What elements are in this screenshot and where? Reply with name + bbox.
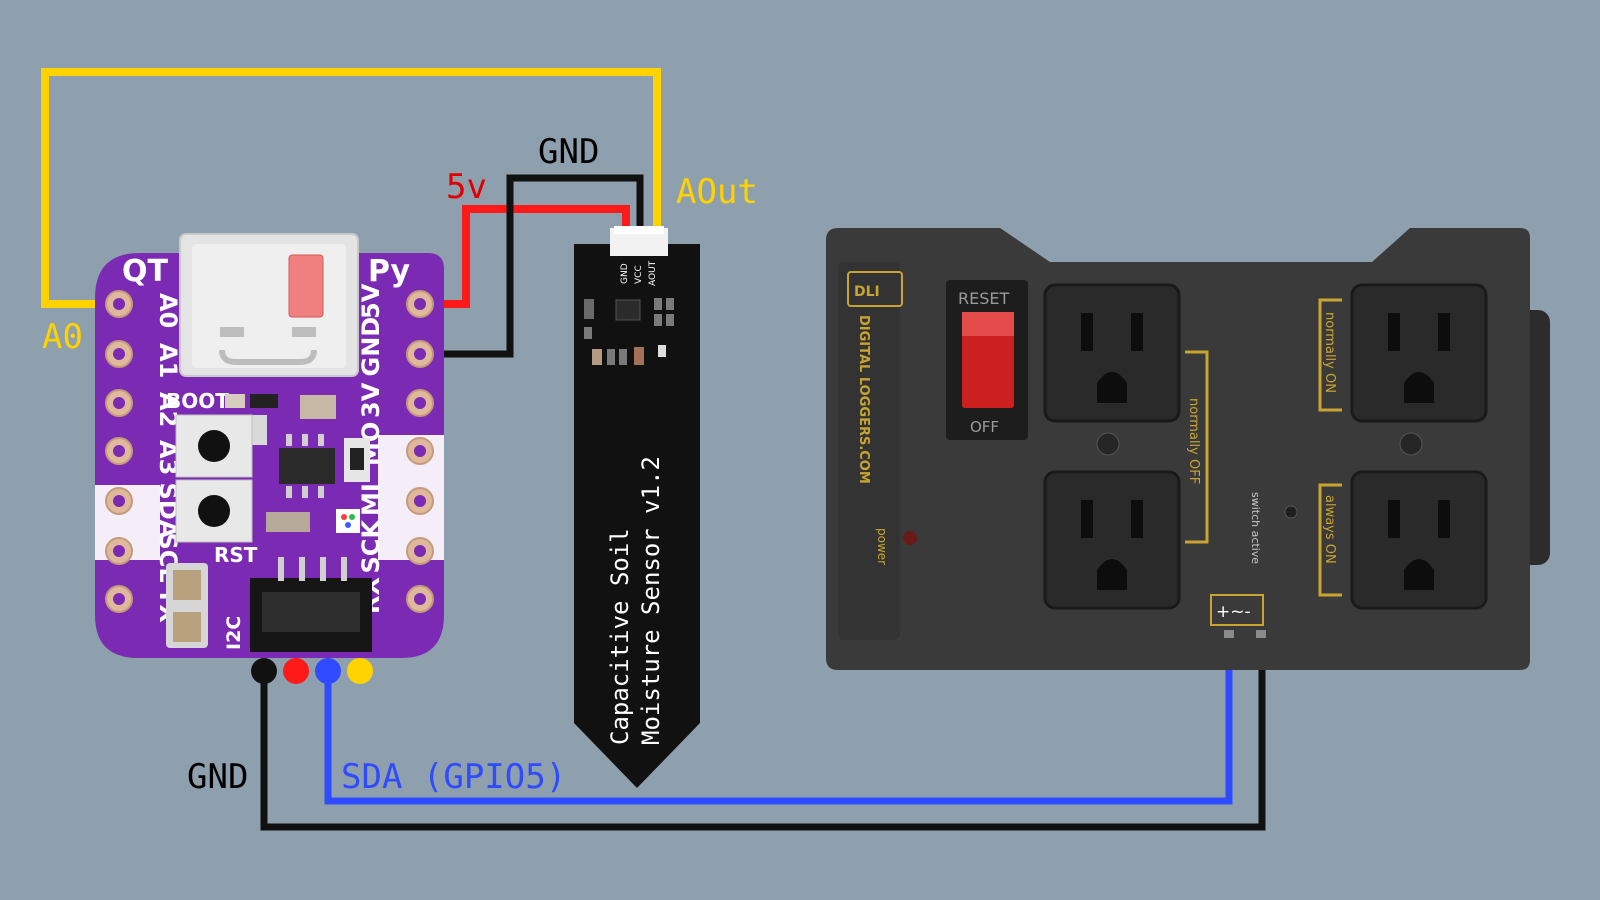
usb-c-connector: [179, 233, 359, 377]
boot-label: BOOT: [166, 389, 229, 413]
switch-active-label: switch active: [1249, 492, 1262, 564]
wire-yellow-a0: [41, 68, 661, 308]
pin-3v[interactable]: 3V: [357, 382, 434, 418]
i2c-label: I2C: [223, 616, 245, 650]
board-logo-py: Py: [368, 254, 411, 289]
board-logo-qt: QT: [122, 254, 169, 289]
soil-moisture-sensor: GND VCC AOUT Capacitive Soil Moisture Se…: [574, 226, 700, 788]
reset-label: RESET: [958, 289, 1009, 308]
pin-label: 5V: [357, 283, 385, 319]
boot-button[interactable]: [175, 414, 253, 478]
input-symbol: +~-: [1216, 602, 1251, 622]
always-on-label: always ON: [1322, 495, 1337, 564]
pin-label: SCK: [357, 519, 385, 574]
off-label: OFF: [970, 418, 999, 436]
wire-labels: GND 5v AOut A0 GND SDA (GPIO5): [42, 132, 758, 797]
normally-on-label: normally ON: [1322, 312, 1337, 393]
reset-button[interactable]: [175, 479, 253, 543]
reset-switch[interactable]: [946, 280, 1028, 440]
power-led: [903, 531, 917, 545]
wire-black-gnd: [420, 174, 644, 358]
wires: [41, 68, 1266, 831]
wire-red-5v: [420, 205, 630, 308]
outlets: [1043, 283, 1488, 610]
power-relay-strip: DLI DIGITAL LOGGERS.COM RESET OFF power …: [826, 228, 1550, 670]
pin-label: A1: [154, 343, 182, 378]
i2c-wire-dots: [251, 658, 373, 684]
qt-py-board: QT Py A0A1A2A3SDASCLTX 5VGND3VMOMISCKRX …: [95, 233, 444, 684]
label-sda: SDA (GPIO5): [341, 757, 566, 797]
ac-outlet[interactable]: [1350, 283, 1488, 423]
pin-mo[interactable]: MO: [357, 422, 434, 466]
sensor-label-line1: Capacitive Soil: [606, 528, 634, 745]
microcontroller-chip: [279, 434, 335, 498]
pin-gnd[interactable]: GND: [357, 317, 434, 377]
pin-label: GND: [357, 317, 385, 377]
rgb-led: [336, 509, 360, 533]
rst-label: RST: [214, 543, 258, 567]
control-input-box: [1210, 594, 1264, 626]
label-a0: A0: [42, 317, 83, 357]
brand-text: DIGITAL LOGGERS.COM: [856, 315, 871, 484]
sensor-pin-vcc: VCC: [634, 265, 644, 284]
label-gnd-top: GND: [538, 132, 599, 172]
pin-a0[interactable]: A0: [105, 290, 182, 328]
pin-a1[interactable]: A1: [105, 340, 182, 378]
label-gnd-bottom: GND: [187, 757, 248, 797]
sensor-body: [574, 244, 700, 788]
label-aout: AOut: [676, 172, 758, 212]
sensor-pin-aout: AOUT: [648, 260, 658, 286]
wire-black-gnd-bottom: [260, 635, 1266, 831]
ac-outlet[interactable]: [1043, 470, 1181, 610]
ac-outlet[interactable]: [1350, 470, 1488, 610]
normally-off-label: normally OFF: [1186, 398, 1201, 484]
sensor-pin-gnd: GND: [620, 263, 630, 284]
svg-text:DLI: DLI: [854, 284, 880, 300]
pin-sck[interactable]: SCK: [357, 519, 434, 574]
pin-label: A0: [154, 293, 182, 328]
i2c-connector: [250, 557, 372, 652]
switch-active-led: [1284, 505, 1298, 519]
label-5v: 5v: [446, 167, 487, 207]
sensor-label-line2: Moisture Sensor v1.2: [637, 456, 665, 745]
wire-blue-sda: [324, 635, 1233, 805]
brand-logo: DLI: [847, 271, 903, 307]
ac-outlet[interactable]: [1043, 283, 1181, 423]
power-label: power: [875, 528, 889, 565]
pin-label: 3V: [357, 382, 385, 418]
pin-label: MI: [357, 483, 385, 516]
pin-mi[interactable]: MI: [357, 483, 434, 516]
pin-5v[interactable]: 5V: [357, 283, 434, 319]
